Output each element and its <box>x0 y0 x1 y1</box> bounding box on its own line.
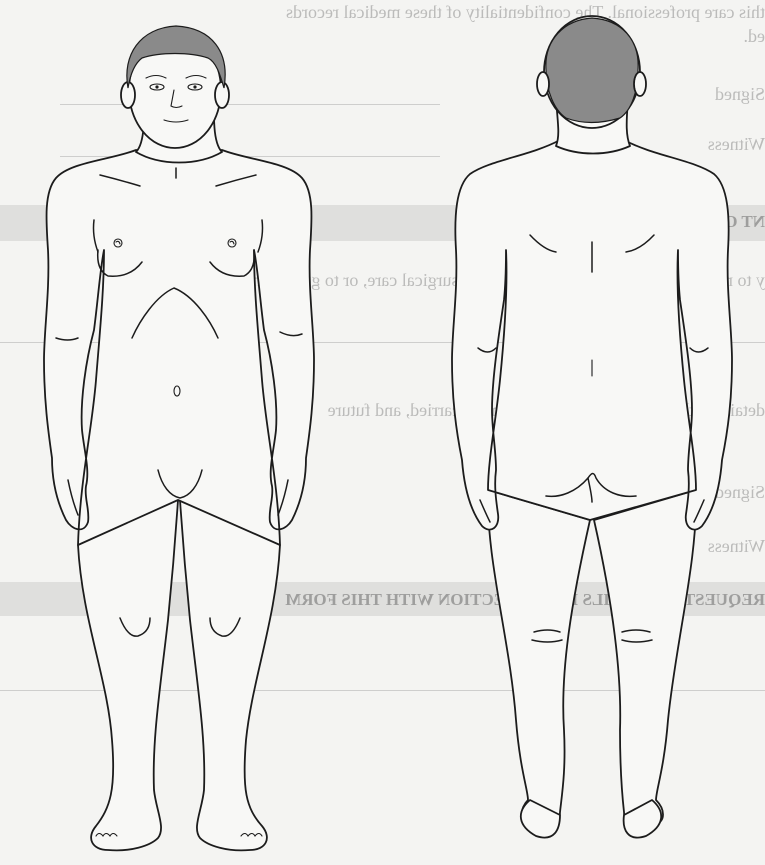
front-torso <box>44 150 314 545</box>
front-right-leg <box>180 500 280 850</box>
back-body-figure <box>452 16 732 838</box>
front-body-figure <box>44 26 314 850</box>
back-right-leg <box>594 490 696 827</box>
back-hair <box>546 18 638 123</box>
back-torso <box>452 140 732 530</box>
front-right-ear <box>215 82 229 108</box>
back-left-leg <box>488 490 590 827</box>
front-left-leg <box>78 500 178 850</box>
